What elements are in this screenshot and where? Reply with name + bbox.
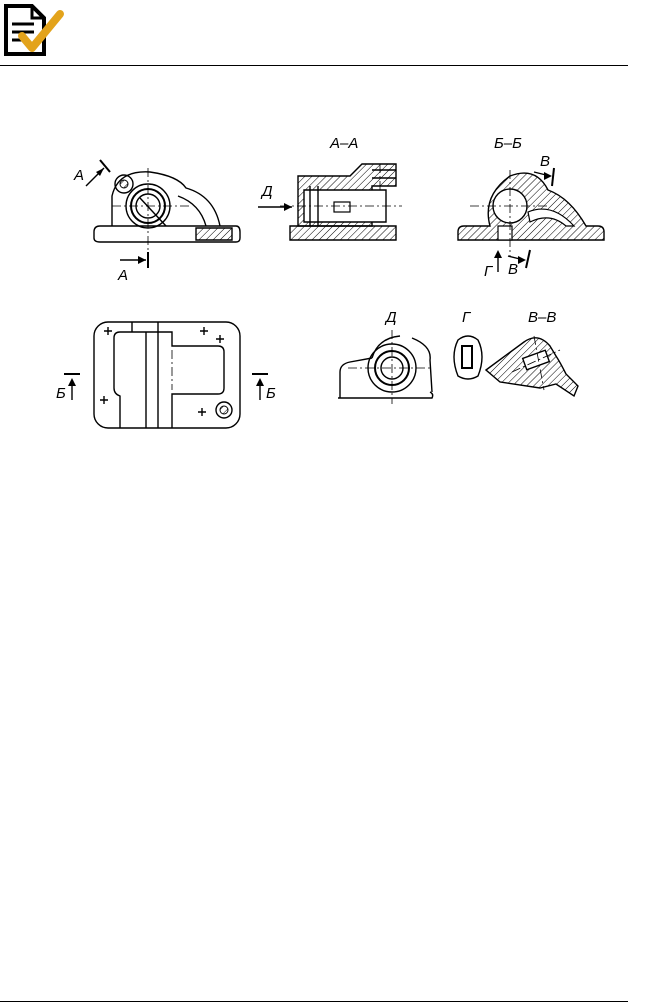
view-d: Д: [338, 309, 434, 404]
section-vv: В–В: [484, 309, 579, 398]
cut-label-v-top: В: [540, 153, 550, 170]
section-bb: Б–Б В Г В: [457, 135, 605, 280]
section-bb-title: Б–Б: [494, 135, 522, 152]
view-g-title: Г: [462, 309, 472, 326]
cut-label-a-bottom: А: [117, 267, 128, 284]
cut-label-a-top: А: [73, 167, 84, 184]
cut-label-b-right: Б: [266, 385, 276, 402]
cut-label-b-left: Б: [56, 385, 66, 402]
section-aa: А–А Д: [258, 135, 402, 241]
cut-label-v-bottom: В: [508, 261, 518, 278]
cut-label-g: Г: [484, 263, 494, 280]
section-vv-title: В–В: [528, 309, 556, 326]
top-view: Б Б: [56, 321, 276, 429]
main-view: А А: [73, 159, 241, 284]
header-divider: [0, 65, 628, 66]
section-aa-title: А–А: [329, 135, 358, 152]
view-d-title: Д: [384, 309, 397, 326]
view-g: Г: [453, 309, 483, 380]
footer-divider: [0, 1001, 628, 1002]
document-checkmark-icon: [4, 4, 64, 56]
view-d-arrow-label: Д: [260, 183, 273, 200]
